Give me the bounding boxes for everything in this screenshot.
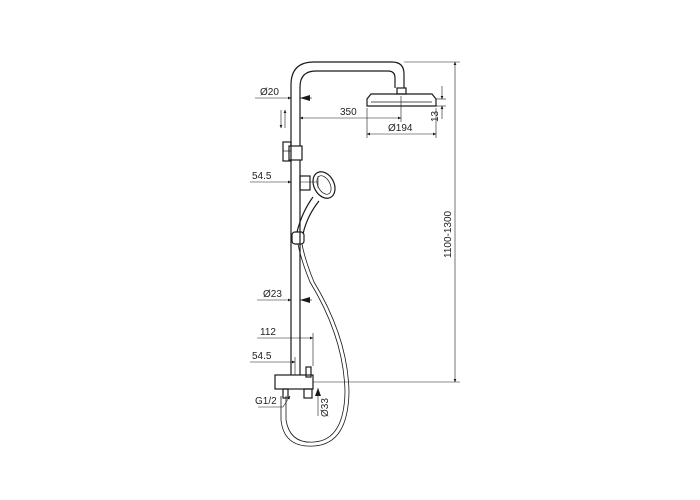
dim-112 [257, 333, 314, 366]
dim-height [313, 61, 460, 383]
dim-d33 [315, 388, 321, 416]
dim-label-d33: Ø33 [320, 398, 331, 417]
adjust-arrows-icon [279, 109, 287, 129]
dim-label-d20: Ø20 [260, 87, 279, 98]
dim-g12 [258, 395, 291, 408]
hand-shower [291, 171, 336, 245]
dim-label-112: 112 [260, 327, 276, 338]
dim-350 [299, 96, 402, 122]
dim-label-d194: Ø194 [388, 123, 413, 134]
dim-label-54-5-bottom: 54.5 [252, 351, 272, 362]
dim-label-350: 350 [340, 107, 357, 118]
dim-d194 [366, 108, 437, 138]
dim-d23 [257, 297, 312, 303]
dim-label-54-5-top: 54.5 [252, 171, 272, 182]
mixer-body [274, 366, 314, 399]
dim-label-g12: G1/2 [255, 396, 277, 407]
shower-pole [288, 61, 405, 375]
dim-label-height: 1100-1300 [443, 210, 454, 258]
flexible-hose [280, 243, 350, 447]
height-adjuster-knob [282, 141, 292, 162]
dim-label-13: 13 [430, 110, 441, 122]
dim-13 [436, 86, 446, 119]
dim-label-d23: Ø23 [263, 289, 282, 300]
dim-54-5-bottom [250, 357, 296, 375]
dim-d20 [255, 95, 312, 101]
dim-54-5-top [250, 176, 319, 188]
overhead-shower-head [366, 87, 437, 107]
